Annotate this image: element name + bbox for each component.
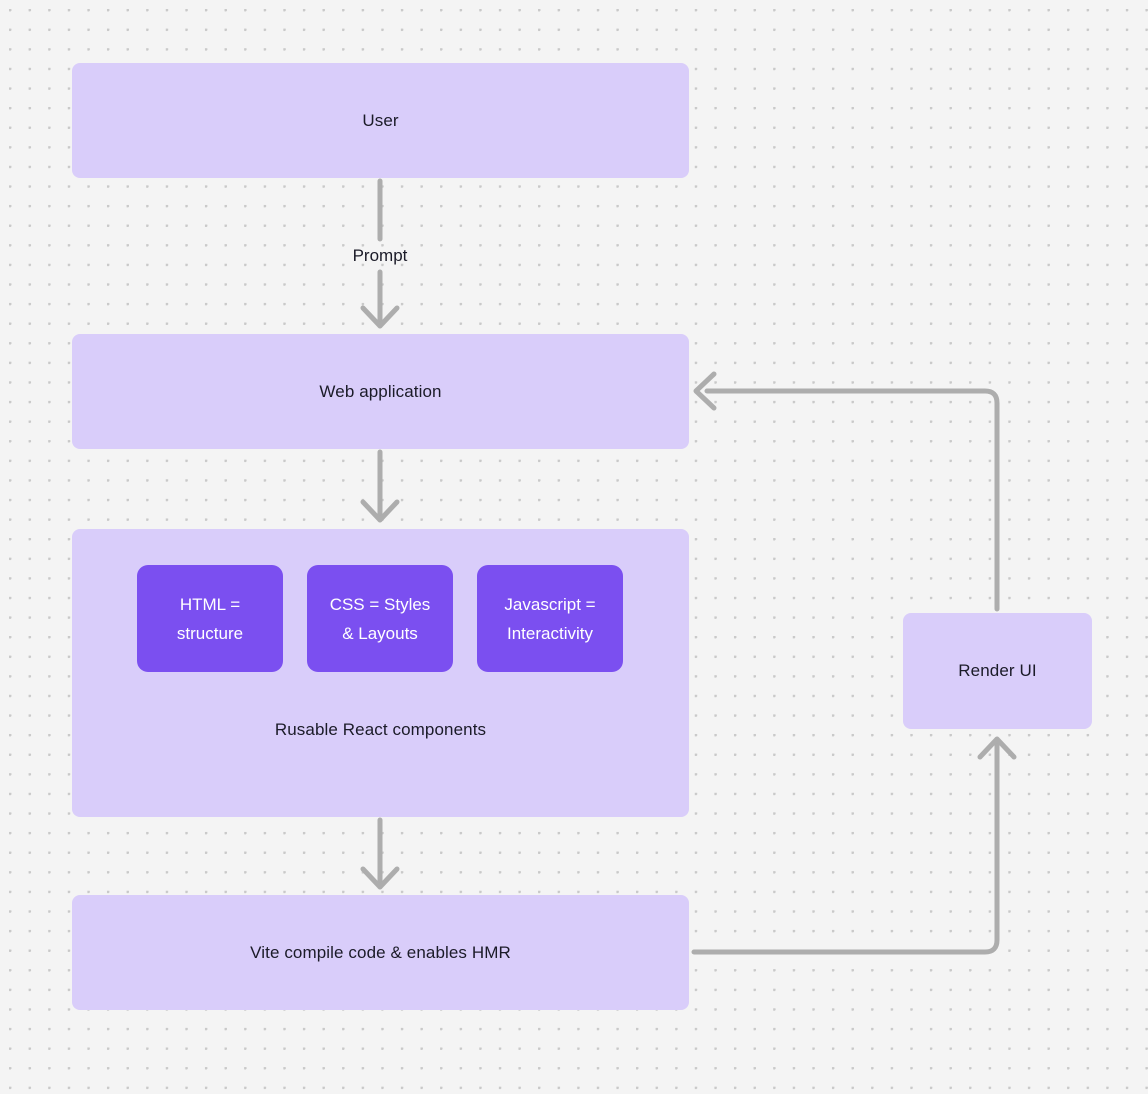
edge-web-to-components-arrowhead [360, 499, 400, 523]
node-vite-label: Vite compile code & enables HMR [250, 942, 511, 962]
chip-html[interactable]: HTML = structure [137, 565, 283, 672]
chip-html-line1: HTML = [179, 594, 241, 614]
node-render-ui[interactable]: Render UI [903, 613, 1092, 729]
node-vite[interactable]: Vite compile code & enables HMR [72, 895, 689, 1010]
chip-javascript-line2: Interactivity [507, 623, 593, 643]
node-render-ui-label: Render UI [958, 661, 1037, 680]
node-user-label: User [362, 110, 399, 130]
node-user[interactable]: User [72, 63, 689, 178]
node-web-application[interactable]: Web application [72, 334, 689, 449]
edge-render-ui-to-web [704, 388, 1000, 612]
chip-css-line1: CSS = Styles [329, 594, 431, 614]
chip-javascript-line1: Javascript = [504, 594, 596, 614]
edge-components-to-vite-arrowhead [360, 866, 400, 890]
edge-vite-to-render-ui-arrowhead [977, 736, 1017, 760]
edge-render-ui-to-web-arrowhead [693, 371, 717, 411]
edge-vite-to-render-ui [691, 737, 1000, 955]
node-web-application-label: Web application [319, 381, 442, 401]
chip-javascript[interactable]: Javascript = Interactivity [477, 565, 623, 672]
node-reusable-react-components-label: Rusable React components [274, 720, 487, 739]
edge-user-to-web-arrowhead [360, 305, 400, 329]
chip-css[interactable]: CSS = Styles & Layouts [307, 565, 453, 672]
edge-label-prompt: Prompt [352, 246, 408, 265]
node-reusable-react-components[interactable]: HTML = structure CSS = Styles & Layouts … [72, 529, 689, 817]
chip-html-line2: structure [176, 623, 244, 643]
chip-css-line2: & Layouts [342, 623, 418, 643]
